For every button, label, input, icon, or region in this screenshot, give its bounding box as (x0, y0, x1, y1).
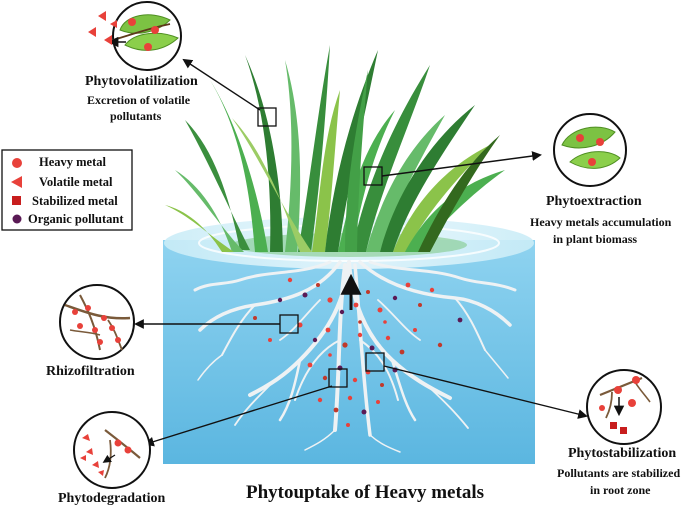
legend-label-heavy-metal: Heavy metal (39, 155, 106, 169)
connector-phytovolatilization (182, 58, 261, 111)
grass-plant (165, 45, 505, 252)
legend-heavy-metal-icon (12, 158, 22, 168)
label-rhizofiltration: Rhizofiltration (46, 364, 135, 379)
legend-label-volatile-metal: Volatile metal (39, 175, 113, 189)
legend-label-stabilized-metal: Stabilized metal (32, 194, 118, 208)
circle-rhizofiltration (59, 284, 135, 360)
label-phytoextraction: Phytoextraction (546, 194, 642, 209)
zoom-box-degradation (328, 368, 348, 388)
circle-phytoextraction (553, 113, 627, 187)
connector-phytodegradation (144, 385, 333, 447)
zoom-box-stabilization (365, 352, 385, 372)
connector-phytoextraction (381, 151, 542, 177)
legend-volatile-metal-icon (11, 176, 22, 188)
label-phytostabilization: Phytostabilization (568, 446, 677, 461)
legend-label-organic-pollutant: Organic pollutant (28, 212, 124, 226)
diagram-title: Phytouptake of Heavy metals (245, 482, 484, 503)
label-phytodegradation: Phytodegradation (58, 491, 166, 506)
circle-phytodegradation (73, 411, 151, 489)
circle-phytostabilization (586, 369, 662, 445)
legend-box (1, 149, 133, 231)
connector-phytostabilization (383, 365, 588, 419)
legend-organic-pollutant-icon (12, 214, 22, 224)
label-phytovolatilization: Phytovolatilization (85, 74, 198, 89)
circle-phytovolatilization (107, 1, 182, 71)
legend-stabilized-metal-icon (12, 196, 21, 205)
volatile-metal-triangles (88, 11, 117, 45)
desc-phytoextraction-line2: in plant biomass (553, 232, 638, 246)
desc-phytovolatilization-line1: Excretion of volatile (87, 93, 191, 107)
desc-phytovolatilization-line2: pollutants (110, 109, 162, 123)
desc-phytostabilization-line1: Pollutants are stabilized (557, 466, 681, 480)
zoom-box-volatilization (257, 107, 277, 127)
desc-phytostabilization-line2: in root zone (590, 483, 651, 497)
desc-phytoextraction-line1: Heavy metals accumulation (530, 215, 672, 229)
